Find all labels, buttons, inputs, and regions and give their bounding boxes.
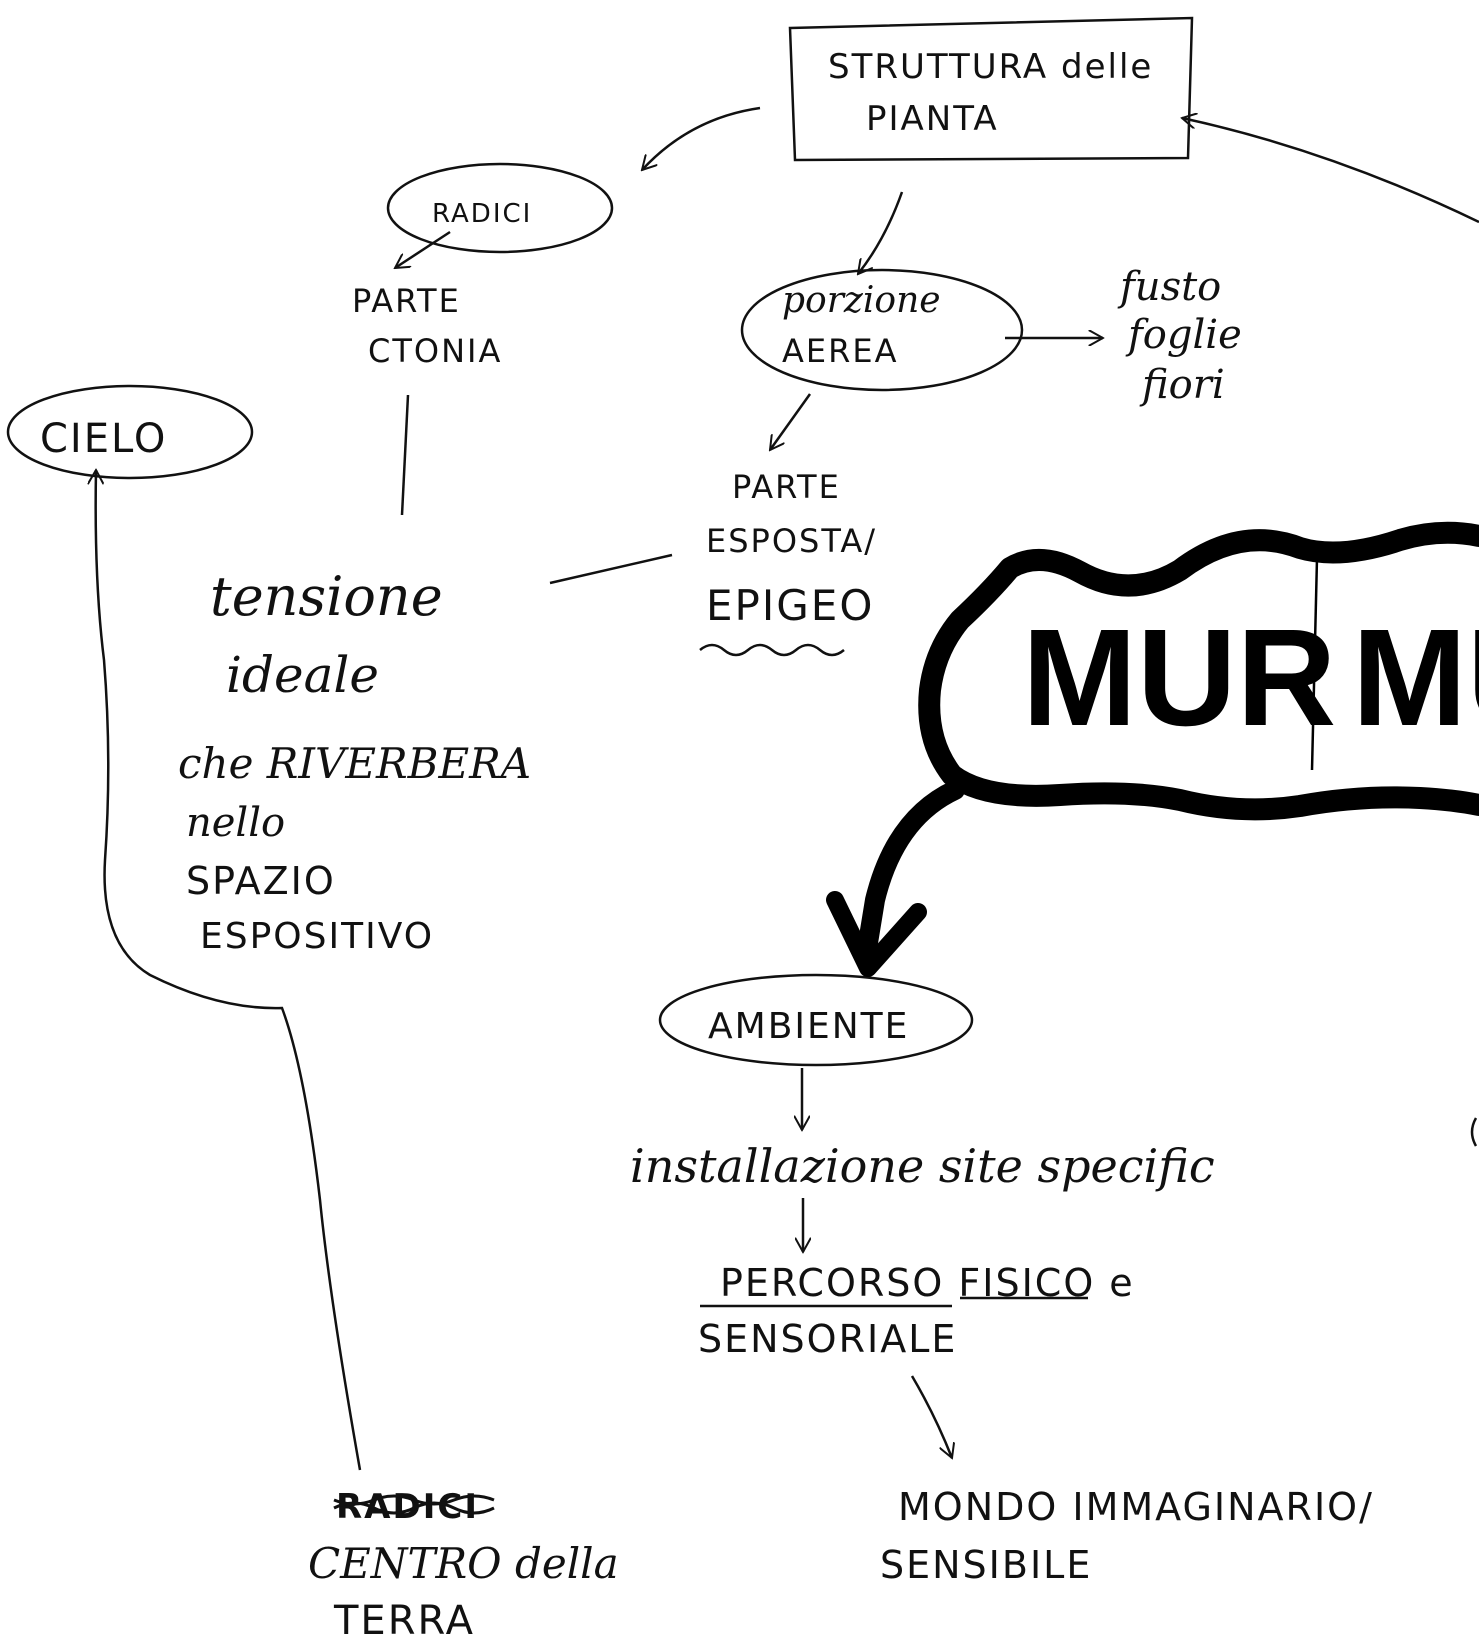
fusto-line3: fiori [1139,362,1225,408]
thick-arrowhead [826,891,927,977]
porzione-aerea-line2: AEREA [782,332,898,370]
percorso-line1: PERCORSO FISICO e [720,1261,1135,1305]
centro-line2: TERRA [333,1598,475,1641]
arrow-struttura-to-radici [642,106,761,170]
mondo-line2: SENSIBILE [880,1543,1092,1587]
centro-scribble: RADICI [336,1487,479,1527]
centro-line1: CENTRO della [308,1539,619,1588]
radici-label: RADICI [432,199,532,229]
tensione-line6: ESPOSITIVO [200,916,434,957]
mondo-line1: MONDO IMMAGINARIO/ [898,1485,1374,1529]
porzione-aerea-line1: porzione [782,280,941,321]
tensione-line1: tensione [210,565,443,628]
tensione-line4: nello [186,800,285,846]
radici-ellipse [386,162,614,254]
path-centro-to-cielo [96,470,362,1471]
murmur-divider [1310,557,1319,771]
arrow-struttura-to-porzione [858,191,904,274]
fusto-line1: fusto [1117,264,1221,310]
parte-ctonia-line1: PARTE [352,282,461,320]
percorso-line2: SENSORIALE [698,1317,957,1361]
parte-ctonia-line2: CTONIA [368,332,502,370]
struttura-box [788,16,1194,162]
arrow-porzione-to-parte-esposta [770,393,812,450]
ambiente-ellipse [658,973,974,1067]
murmur-right: MU [1352,601,1479,755]
arrow-right-edge-to-struttura [1182,118,1479,224]
arrow-radici-to-parte-ctonia [395,230,451,268]
tensione-line3: che RIVERBERA [178,739,531,788]
edge-mark [1470,1117,1478,1147]
line-ctonia-to-tensione [400,394,410,516]
scribble-strikeout [333,1494,495,1515]
arrow-percorso-to-mondo [910,1375,952,1458]
fusto-line2: foglie [1125,312,1242,358]
thick-arrow-to-ambiente [856,780,965,965]
struttura-label-line1: STRUTTURA delle [828,47,1153,87]
cielo-ellipse [6,384,254,480]
underline-epigeo-wavy [699,643,845,657]
tensione-line2: ideale [226,646,379,704]
line-esposta-to-tensione [549,553,673,585]
ambiente-label: AMBIENTE [708,1006,909,1047]
installazione-label: installazione site specific [630,1139,1215,1193]
parte-esposta-line2: ESPOSTA/ [706,522,877,560]
struttura-label-line2: PIANTA [866,99,999,139]
cielo-label: CIELO [40,416,167,462]
murmur-left: MUR [1022,601,1336,755]
murmur-blob-outline [918,521,1479,821]
tensione-line5: SPAZIO [186,859,336,903]
parte-esposta-line3: EPIGEO [706,581,874,630]
porzione-aerea-ellipse [740,268,1024,392]
parte-esposta-line1: PARTE [732,468,841,506]
